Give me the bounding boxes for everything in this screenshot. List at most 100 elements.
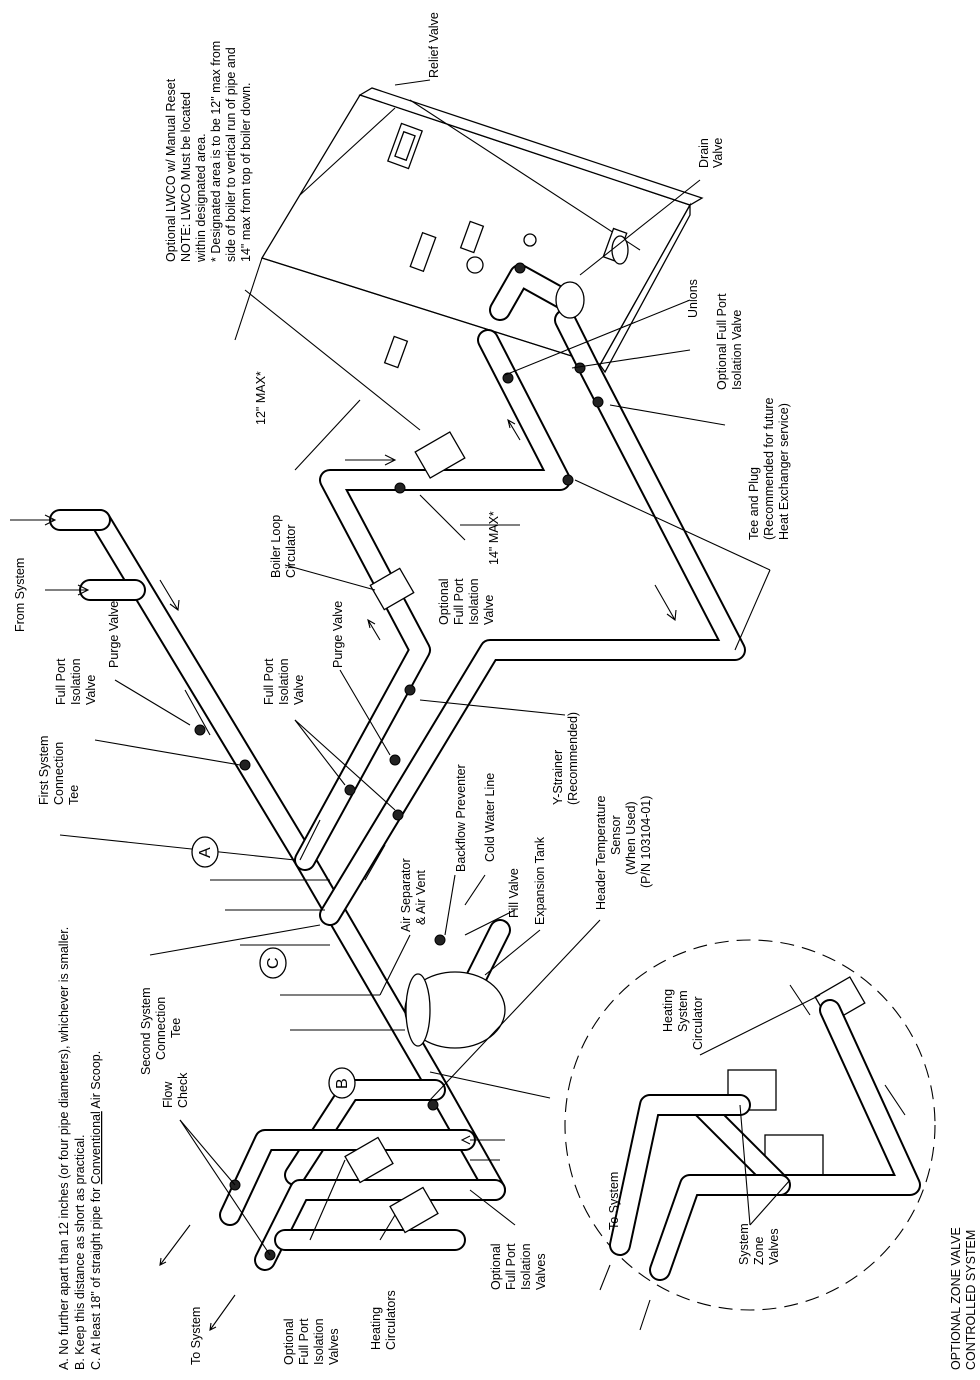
label-hts-line-1: Header Temperature bbox=[594, 796, 608, 910]
label-optional-full-port-isolation-valves-right: Optional Full Port Isolation Valves bbox=[489, 1240, 548, 1290]
label-lwco-line-4: * Designated area is to be 12" max from bbox=[209, 41, 223, 262]
label-ofpivs-right-line-4: Valves bbox=[534, 1253, 548, 1290]
label-ofpiv-left-line-4: Valves bbox=[327, 1328, 341, 1365]
label-ofpivs-right-line-2: Full Port bbox=[504, 1243, 518, 1290]
label-header-temperature-sensor: Header Temperature Sensor (When Used) (P… bbox=[594, 792, 653, 910]
label-optional-full-port-isolation-valves-left: Optional Full Port Isolation Valves bbox=[282, 1315, 341, 1365]
label-purge-valve-mid: Purge Valve bbox=[331, 601, 345, 668]
label-ofpiv-mid-line-1: Optional bbox=[437, 578, 451, 625]
label-fsct-line-1: First System bbox=[37, 736, 51, 805]
marker-c-letter: C bbox=[265, 957, 282, 969]
label-fpiv-mid-line-3: Valve bbox=[292, 675, 306, 705]
note-b: B. Keep this distance as short as practi… bbox=[73, 1134, 87, 1370]
label-fpiv-mid-line-1: Full Port bbox=[262, 658, 276, 705]
label-tee-and-plug-line-3: Heat Exchanger service) bbox=[777, 403, 791, 540]
label-lwco-line-6: 14" max from top of boiler down. bbox=[239, 82, 253, 262]
label-ssct-line-3: Tee bbox=[169, 1018, 183, 1038]
label-drain-valve: Drain Valve bbox=[697, 135, 725, 168]
label-optional-full-port-isolation-valve-mid: Optional Full Port Isolation Valve bbox=[437, 575, 496, 625]
label-tee-and-plug-line-2: (Recommended for future bbox=[762, 398, 776, 540]
label-air-separator-line-2: & Air Vent bbox=[414, 870, 428, 925]
label-system-zone-valves: System Zone Valves bbox=[737, 1220, 781, 1265]
label-expansion-tank: Expansion Tank bbox=[533, 836, 547, 925]
label-full-port-isolation-valve-mid: Full Port Isolation Valve bbox=[262, 655, 306, 705]
label-heating-circulators: Heating Circulators bbox=[369, 1290, 398, 1350]
label-flow-check-line-1: Flow bbox=[161, 1081, 175, 1108]
label-unions: Unions bbox=[686, 279, 700, 318]
label-hsc-line-1: Heating bbox=[661, 989, 675, 1032]
components bbox=[194, 235, 866, 1261]
label-fpiv-top-line-2: Isolation bbox=[69, 658, 83, 705]
label-hts-line-2: Sensor bbox=[609, 815, 623, 855]
label-hts-line-3: (When Used) bbox=[624, 801, 638, 875]
label-ofpiv-left-line-1: Optional bbox=[282, 1318, 296, 1365]
label-second-system-connection-tee: Second System Connection Tee bbox=[139, 984, 183, 1075]
label-backflow-preventer: Backflow Preventer bbox=[454, 764, 468, 872]
flow-arrows bbox=[10, 418, 906, 1331]
label-fill-valve: Fill Valve bbox=[507, 868, 521, 918]
zone-valve-inset bbox=[429, 939, 936, 1311]
label-lwco-line-2: NOTE: LWCO Must be located bbox=[179, 92, 193, 262]
label-ofpiv-mid-line-3: Isolation bbox=[467, 578, 481, 625]
marker-b-letter: B bbox=[334, 1078, 351, 1089]
label-ozv-line-1: OPTIONAL ZONE VALVE bbox=[949, 1227, 963, 1370]
label-lwco: Optional LWCO w/ Manual Reset NOTE: LWCO… bbox=[164, 37, 253, 263]
label-to-system-right: To System bbox=[607, 1172, 621, 1230]
label-fourteen-max: 14" MAX* bbox=[487, 511, 501, 565]
label-from-system: From System bbox=[13, 558, 27, 632]
label-ofpiv-right-line-1: Optional Full Port bbox=[715, 293, 729, 390]
label-y-strainer-line-1: Y-Strainer bbox=[551, 750, 565, 805]
label-drain-valve-line-2: Valve bbox=[711, 138, 725, 168]
label-optional-zone-valve: OPTIONAL ZONE VALVE CONTROLLED SYSTEM bbox=[949, 1224, 978, 1370]
label-full-port-isolation-valve-top: Full Port Isolation Valve bbox=[54, 655, 98, 705]
note-c: C. At least 18" of straight pipe for Con… bbox=[89, 1051, 103, 1370]
label-twelve-max: 12" MAX* bbox=[254, 371, 268, 425]
label-drain-valve-line-1: Drain bbox=[697, 138, 711, 168]
label-first-system-connection-tee: First System Connection Tee bbox=[37, 732, 81, 805]
label-fsct-line-3: Tee bbox=[67, 785, 81, 805]
label-boiler-loop-circulator-line-2: Circulator bbox=[284, 525, 298, 579]
label-y-strainer: Y-Strainer (Recommended) bbox=[551, 712, 580, 805]
note-c-suffix: Air Scoop. bbox=[89, 1051, 103, 1111]
note-c-underlined: Conventional bbox=[89, 1111, 103, 1184]
label-ofpiv-right-line-2: Isolation Valve bbox=[730, 310, 744, 390]
label-heating-circulators-line-1: Heating bbox=[369, 1307, 383, 1350]
label-ssct-line-1: Second System bbox=[139, 987, 153, 1075]
marker-a-letter: A bbox=[197, 847, 214, 858]
label-lwco-line-5: side of boiler to vertical run of pipe a… bbox=[224, 47, 238, 262]
label-flow-check-line-2: Check bbox=[176, 1072, 190, 1108]
label-heating-system-circulator: Heating System Circulator bbox=[661, 985, 705, 1050]
label-tee-and-plug-line-1: Tee and Plug bbox=[747, 467, 761, 540]
label-ofpiv-mid-line-4: Valve bbox=[482, 595, 496, 625]
label-ofpivs-right-line-3: Isolation bbox=[519, 1243, 533, 1290]
label-boiler-loop-circulator-line-1: Boiler Loop bbox=[269, 515, 283, 578]
label-air-separator: Air Separator & Air Vent bbox=[399, 855, 428, 932]
marker-c: C bbox=[259, 947, 287, 979]
marker-b: B bbox=[328, 1067, 356, 1099]
label-tee-and-plug: Tee and Plug (Recommended for future Hea… bbox=[747, 394, 791, 540]
label-fpiv-top-line-3: Valve bbox=[84, 675, 98, 705]
label-optional-full-port-isolation-valve-right: Optional Full Port Isolation Valve bbox=[715, 290, 744, 390]
label-ozv-line-2: CONTROLLED SYSTEM bbox=[964, 1230, 978, 1370]
label-ofpiv-left-line-2: Full Port bbox=[297, 1318, 311, 1365]
piping bbox=[49, 264, 746, 1271]
label-heating-circulators-line-2: Circulators bbox=[384, 1290, 398, 1350]
label-ofpiv-mid-line-2: Full Port bbox=[452, 578, 466, 625]
label-to-system-left: To System bbox=[189, 1307, 203, 1365]
label-hts-line-4: (P/N 103104-01) bbox=[639, 796, 653, 888]
note-c-prefix: C. At least 18" of straight pipe for bbox=[89, 1184, 103, 1370]
label-flow-check: Flow Check bbox=[161, 1072, 190, 1108]
label-air-separator-line-1: Air Separator bbox=[399, 858, 413, 932]
label-ofpivs-right-line-1: Optional bbox=[489, 1243, 503, 1290]
label-boiler-loop-circulator: Boiler Loop Circulator bbox=[269, 511, 298, 578]
label-szv-line-2: Zone bbox=[752, 1236, 766, 1265]
label-fpiv-top-line-1: Full Port bbox=[54, 658, 68, 705]
label-ofpiv-left-line-3: Isolation bbox=[312, 1318, 326, 1365]
label-hsc-line-3: Circulator bbox=[691, 997, 705, 1051]
label-relief-valve: Relief Valve bbox=[427, 12, 441, 78]
label-ssct-line-2: Connection bbox=[154, 997, 168, 1060]
label-szv-line-1: System bbox=[737, 1223, 751, 1265]
label-fsct-line-2: Connection bbox=[52, 742, 66, 805]
leader-lines bbox=[59, 79, 821, 1256]
